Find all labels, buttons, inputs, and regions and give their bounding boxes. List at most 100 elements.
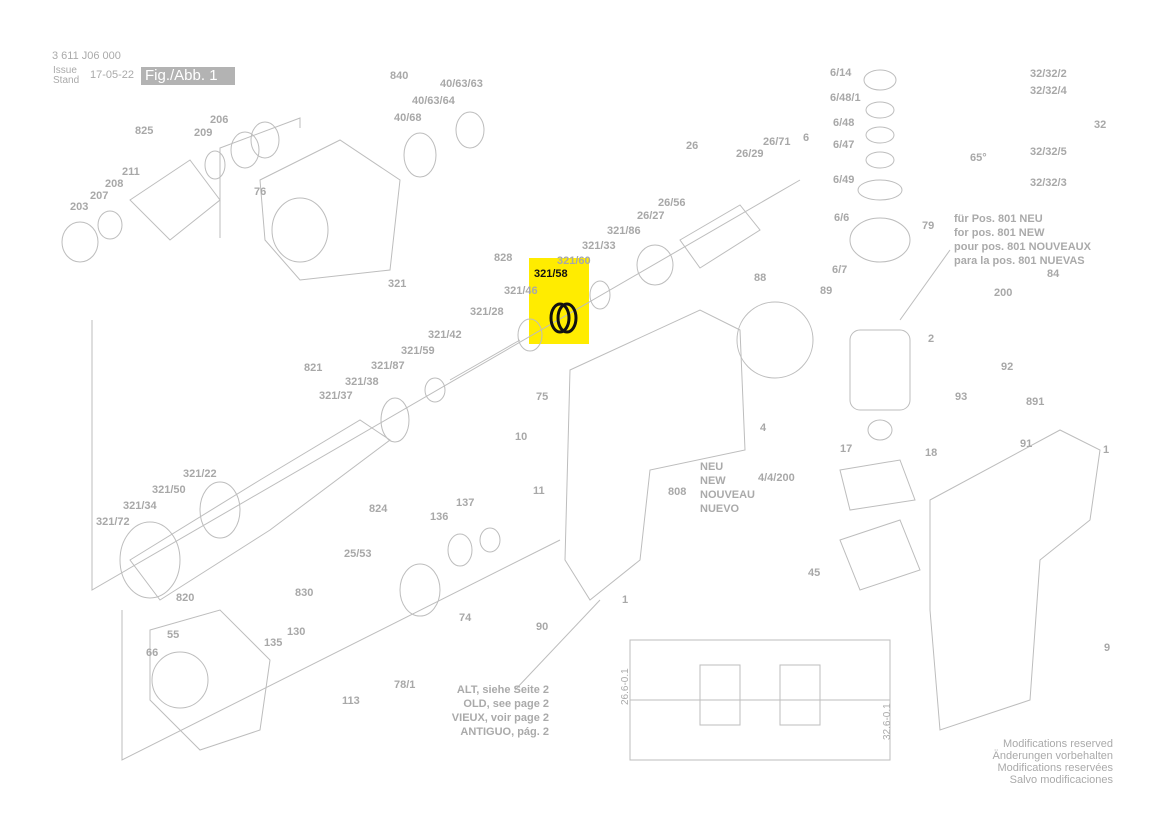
part-label-137: 137 — [456, 497, 475, 509]
part-label-32-32-4: 32/32/4 — [1030, 85, 1067, 97]
part-label-40-63-64: 40/63/64 — [412, 95, 455, 107]
pos801-line: para la pos. 801 NUEVAS — [954, 255, 1085, 267]
part-label-17: 17 — [840, 443, 853, 455]
part-label-90: 90 — [536, 621, 549, 633]
part-label-6-47: 6/47 — [833, 139, 855, 151]
part-label-130: 130 — [287, 626, 306, 638]
part-label-321-72: 321/72 — [96, 516, 130, 528]
part-label-830: 830 — [295, 587, 314, 599]
part-label-6-48: 6/48 — [833, 117, 855, 129]
part-label-10: 10 — [515, 431, 528, 443]
part-label-820: 820 — [176, 592, 195, 604]
pos801-line: for pos. 801 NEW — [954, 227, 1045, 239]
part-label-321-46: 321/46 — [504, 285, 538, 297]
figure-label: Fig./Abb. 1 — [141, 67, 235, 85]
part-label-321-87: 321/87 — [371, 360, 405, 372]
part-label-91: 91 — [1020, 438, 1033, 450]
part-label-79: 79 — [922, 220, 935, 232]
part-label-200: 200 — [994, 287, 1013, 299]
part-label-45: 45 — [808, 567, 821, 579]
pos801-line: pour pos. 801 NOUVEAUX — [954, 241, 1091, 253]
stand-label: Stand — [53, 75, 80, 86]
old-note-line: OLD, see page 2 — [463, 698, 549, 710]
part-label-9: 9 — [1104, 642, 1111, 654]
part-label-321-33: 321/33 — [582, 240, 616, 252]
part-label-824: 824 — [369, 503, 388, 515]
part-label-25-53: 25/53 — [344, 548, 372, 560]
part-label-26-71: 26/71 — [763, 136, 791, 148]
part-label-828: 828 — [494, 252, 513, 264]
part-label-321-60: 321/60 — [557, 255, 591, 267]
part-label-840: 840 — [390, 70, 409, 82]
part-number: 3 611 J06 000 — [52, 50, 121, 62]
part-label-321-22: 321/22 — [183, 468, 217, 480]
part-label-6-48-1: 6/48/1 — [830, 92, 861, 104]
part-label-26-29: 26/29 — [736, 148, 764, 160]
part-label-211: 211 — [122, 166, 140, 178]
new-note: NEU NEW NOUVEAU NUEVO — [700, 460, 755, 516]
part-label-321-38: 321/38 — [345, 376, 379, 388]
part-label-2: 2 — [928, 333, 935, 345]
part-label-26: 26 — [686, 140, 699, 152]
part-label-1: 1 — [622, 594, 629, 606]
part-label-6-49: 6/49 — [833, 174, 855, 186]
part-label-321-58: 321/58 — [534, 268, 568, 280]
part-label-891: 891 — [1026, 396, 1045, 408]
part-label-208: 208 — [105, 178, 124, 190]
part-label-55: 55 — [167, 629, 180, 641]
part-label-209: 209 — [194, 127, 213, 139]
new-note-line: NEW — [700, 475, 726, 487]
old-note-line: ALT, siehe Seite 2 — [456, 684, 549, 696]
part-label-32-32-5: 32/32/5 — [1030, 146, 1067, 158]
part-label-65-: 65° — [970, 152, 987, 164]
part-label-18: 18 — [925, 447, 938, 459]
part-label-40-68: 40/68 — [394, 112, 422, 124]
part-label-93: 93 — [955, 391, 968, 403]
part-label-808: 808 — [668, 486, 687, 498]
part-label-32-32-2: 32/32/2 — [1030, 68, 1067, 80]
part-label-32-32-3: 32/32/3 — [1030, 177, 1067, 189]
part-label-32: 32 — [1094, 119, 1107, 131]
part-label-88: 88 — [754, 272, 767, 284]
new-note-line: NOUVEAU — [700, 489, 756, 501]
part-label-321-50: 321/50 — [152, 484, 186, 496]
part-label-321-28: 321/28 — [470, 306, 504, 318]
highlight-box — [529, 258, 589, 344]
modifications-line: Modifications reserved — [1002, 738, 1113, 750]
part-label-40-63-63: 40/63/63 — [440, 78, 483, 90]
part-label-321-86: 321/86 — [607, 225, 641, 237]
part-label-135: 135 — [264, 637, 283, 649]
part-label-26-27: 26/27 — [637, 210, 665, 222]
part-label-6: 6 — [803, 132, 810, 144]
part-label-206: 206 — [210, 114, 229, 126]
part-label-92: 92 — [1001, 361, 1014, 373]
part-label-321-34: 321/34 — [123, 500, 157, 512]
part-label-321-59: 321/59 — [401, 345, 435, 357]
part-label-66: 66 — [146, 647, 159, 659]
part-label-321: 321 — [388, 278, 407, 290]
part-label-821: 821 — [304, 362, 323, 374]
new-note-line: NUEVO — [700, 503, 740, 515]
part-label-1: 1 — [1103, 444, 1110, 456]
issue-date: 17-05-22 — [90, 69, 135, 81]
part-label-321-37: 321/37 — [319, 390, 353, 402]
dimension-26-6: 26.6-0.1 — [620, 668, 631, 705]
pos801-line: für Pos. 801 NEU — [954, 213, 1043, 225]
part-label-207: 207 — [90, 190, 109, 202]
dimension-32-6: 32.6-0.1 — [882, 703, 893, 740]
part-label-74: 74 — [459, 612, 472, 624]
modifications-line: Modifications reservées — [997, 762, 1113, 774]
modifications-note: Modifications reserved Änderungen vorbeh… — [993, 738, 1113, 786]
part-label-26-56: 26/56 — [658, 197, 686, 209]
part-label-6-7: 6/7 — [832, 264, 848, 276]
part-label-89: 89 — [820, 285, 833, 297]
part-label-136: 136 — [430, 511, 449, 523]
highlighted-ring-321-58 — [549, 302, 578, 334]
part-label-825: 825 — [135, 125, 154, 137]
modifications-line: Salvo modificaciones — [1009, 774, 1113, 786]
part-label-6-14: 6/14 — [830, 67, 852, 79]
modifications-line: Änderungen vorbehalten — [992, 750, 1113, 762]
part-label-203: 203 — [70, 201, 89, 213]
